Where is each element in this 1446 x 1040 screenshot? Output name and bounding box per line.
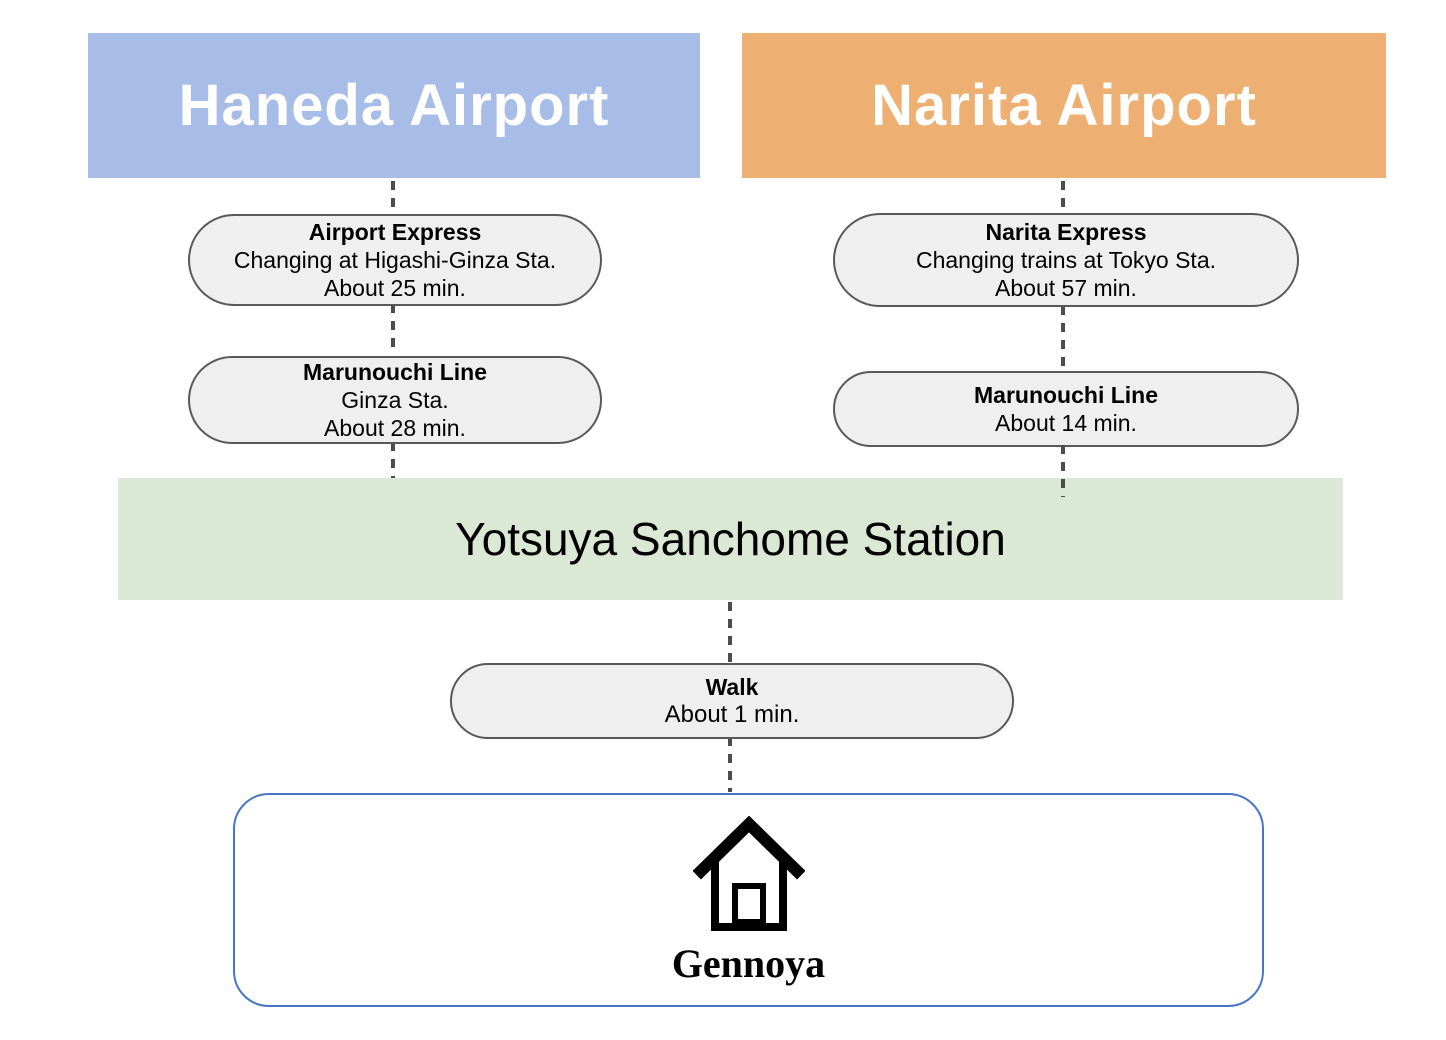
step-duration: About 1 min. xyxy=(664,701,800,728)
narita-airport-label: Narita Airport xyxy=(871,73,1257,138)
step-title: Marunouchi Line xyxy=(974,382,1158,408)
connector-express-to-marunouchi-left xyxy=(391,304,395,355)
step-detail: Ginza Sta. xyxy=(341,387,449,413)
connector-express-to-marunouchi-right xyxy=(1061,306,1065,370)
step-title: Narita Express xyxy=(985,219,1147,245)
step-marunouchi-line-left: Marunouchi Line Ginza Sta. About 28 min. xyxy=(188,356,602,444)
step-duration: About 25 min. xyxy=(324,275,466,301)
house-icon xyxy=(692,815,805,931)
connector-marunouchi-left-to-station xyxy=(391,442,395,478)
step-detail: Changing at Higashi-Ginza Sta. xyxy=(233,247,557,273)
station-label: Yotsuya Sanchome Station xyxy=(455,513,1006,565)
destination-box: Gennoya xyxy=(233,793,1264,1007)
step-detail: Changing trains at Tokyo Sta. xyxy=(915,247,1217,273)
step-duration: About 57 min. xyxy=(995,275,1137,301)
haneda-airport-label: Haneda Airport xyxy=(178,73,610,138)
haneda-airport-box: Haneda Airport xyxy=(88,33,700,178)
connector-marunouchi-right-to-station xyxy=(1061,445,1065,497)
step-duration: About 14 min. xyxy=(995,410,1137,436)
narita-airport-box: Narita Airport xyxy=(742,33,1386,178)
step-marunouchi-line-right: Marunouchi Line About 14 min. xyxy=(833,371,1299,447)
yotsuya-sanchome-station-bar: Yotsuya Sanchome Station xyxy=(118,478,1343,600)
step-title: Walk xyxy=(705,674,759,700)
step-duration: About 28 min. xyxy=(324,415,466,441)
connector-station-to-walk xyxy=(728,602,732,662)
step-title: Marunouchi Line xyxy=(303,359,487,385)
step-walk: Walk About 1 min. xyxy=(450,663,1014,739)
destination-label: Gennoya xyxy=(671,940,826,986)
step-narita-express: Narita Express Changing trains at Tokyo … xyxy=(833,213,1299,307)
connector-walk-to-destination xyxy=(728,737,732,792)
step-title: Airport Express xyxy=(308,219,482,245)
step-airport-express: Airport Express Changing at Higashi-Ginz… xyxy=(188,214,602,306)
connector-narita-to-express xyxy=(1061,181,1065,212)
connector-haneda-to-express xyxy=(391,181,395,213)
